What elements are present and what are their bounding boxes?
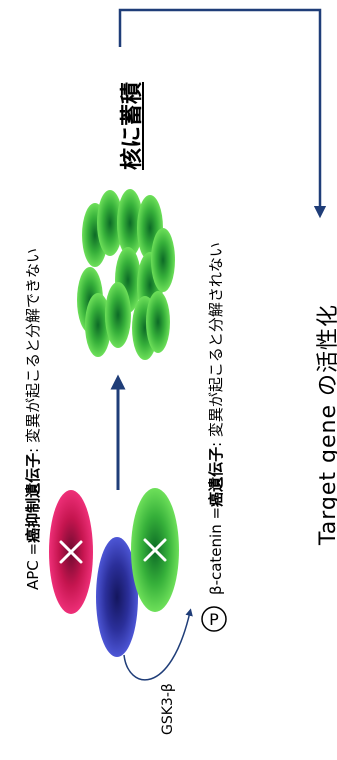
nucleus-accumulation-label: 核に蓄積: [114, 82, 146, 170]
beta-catenin-cluster: [77, 189, 175, 360]
target-gene-label: Target gene の活性化: [310, 304, 337, 545]
apc-label: APC =癌抑制遺伝子: 変異が起こると分解できない: [22, 248, 43, 590]
nucleus-to-target-arrow: [120, 10, 320, 212]
gsk3b-label: GSK3-β: [160, 683, 176, 735]
beta-catenin-label: β-catenin =癌遺伝子: 変異が起こると分解されない: [205, 242, 226, 595]
phospho-label: P: [209, 610, 219, 629]
